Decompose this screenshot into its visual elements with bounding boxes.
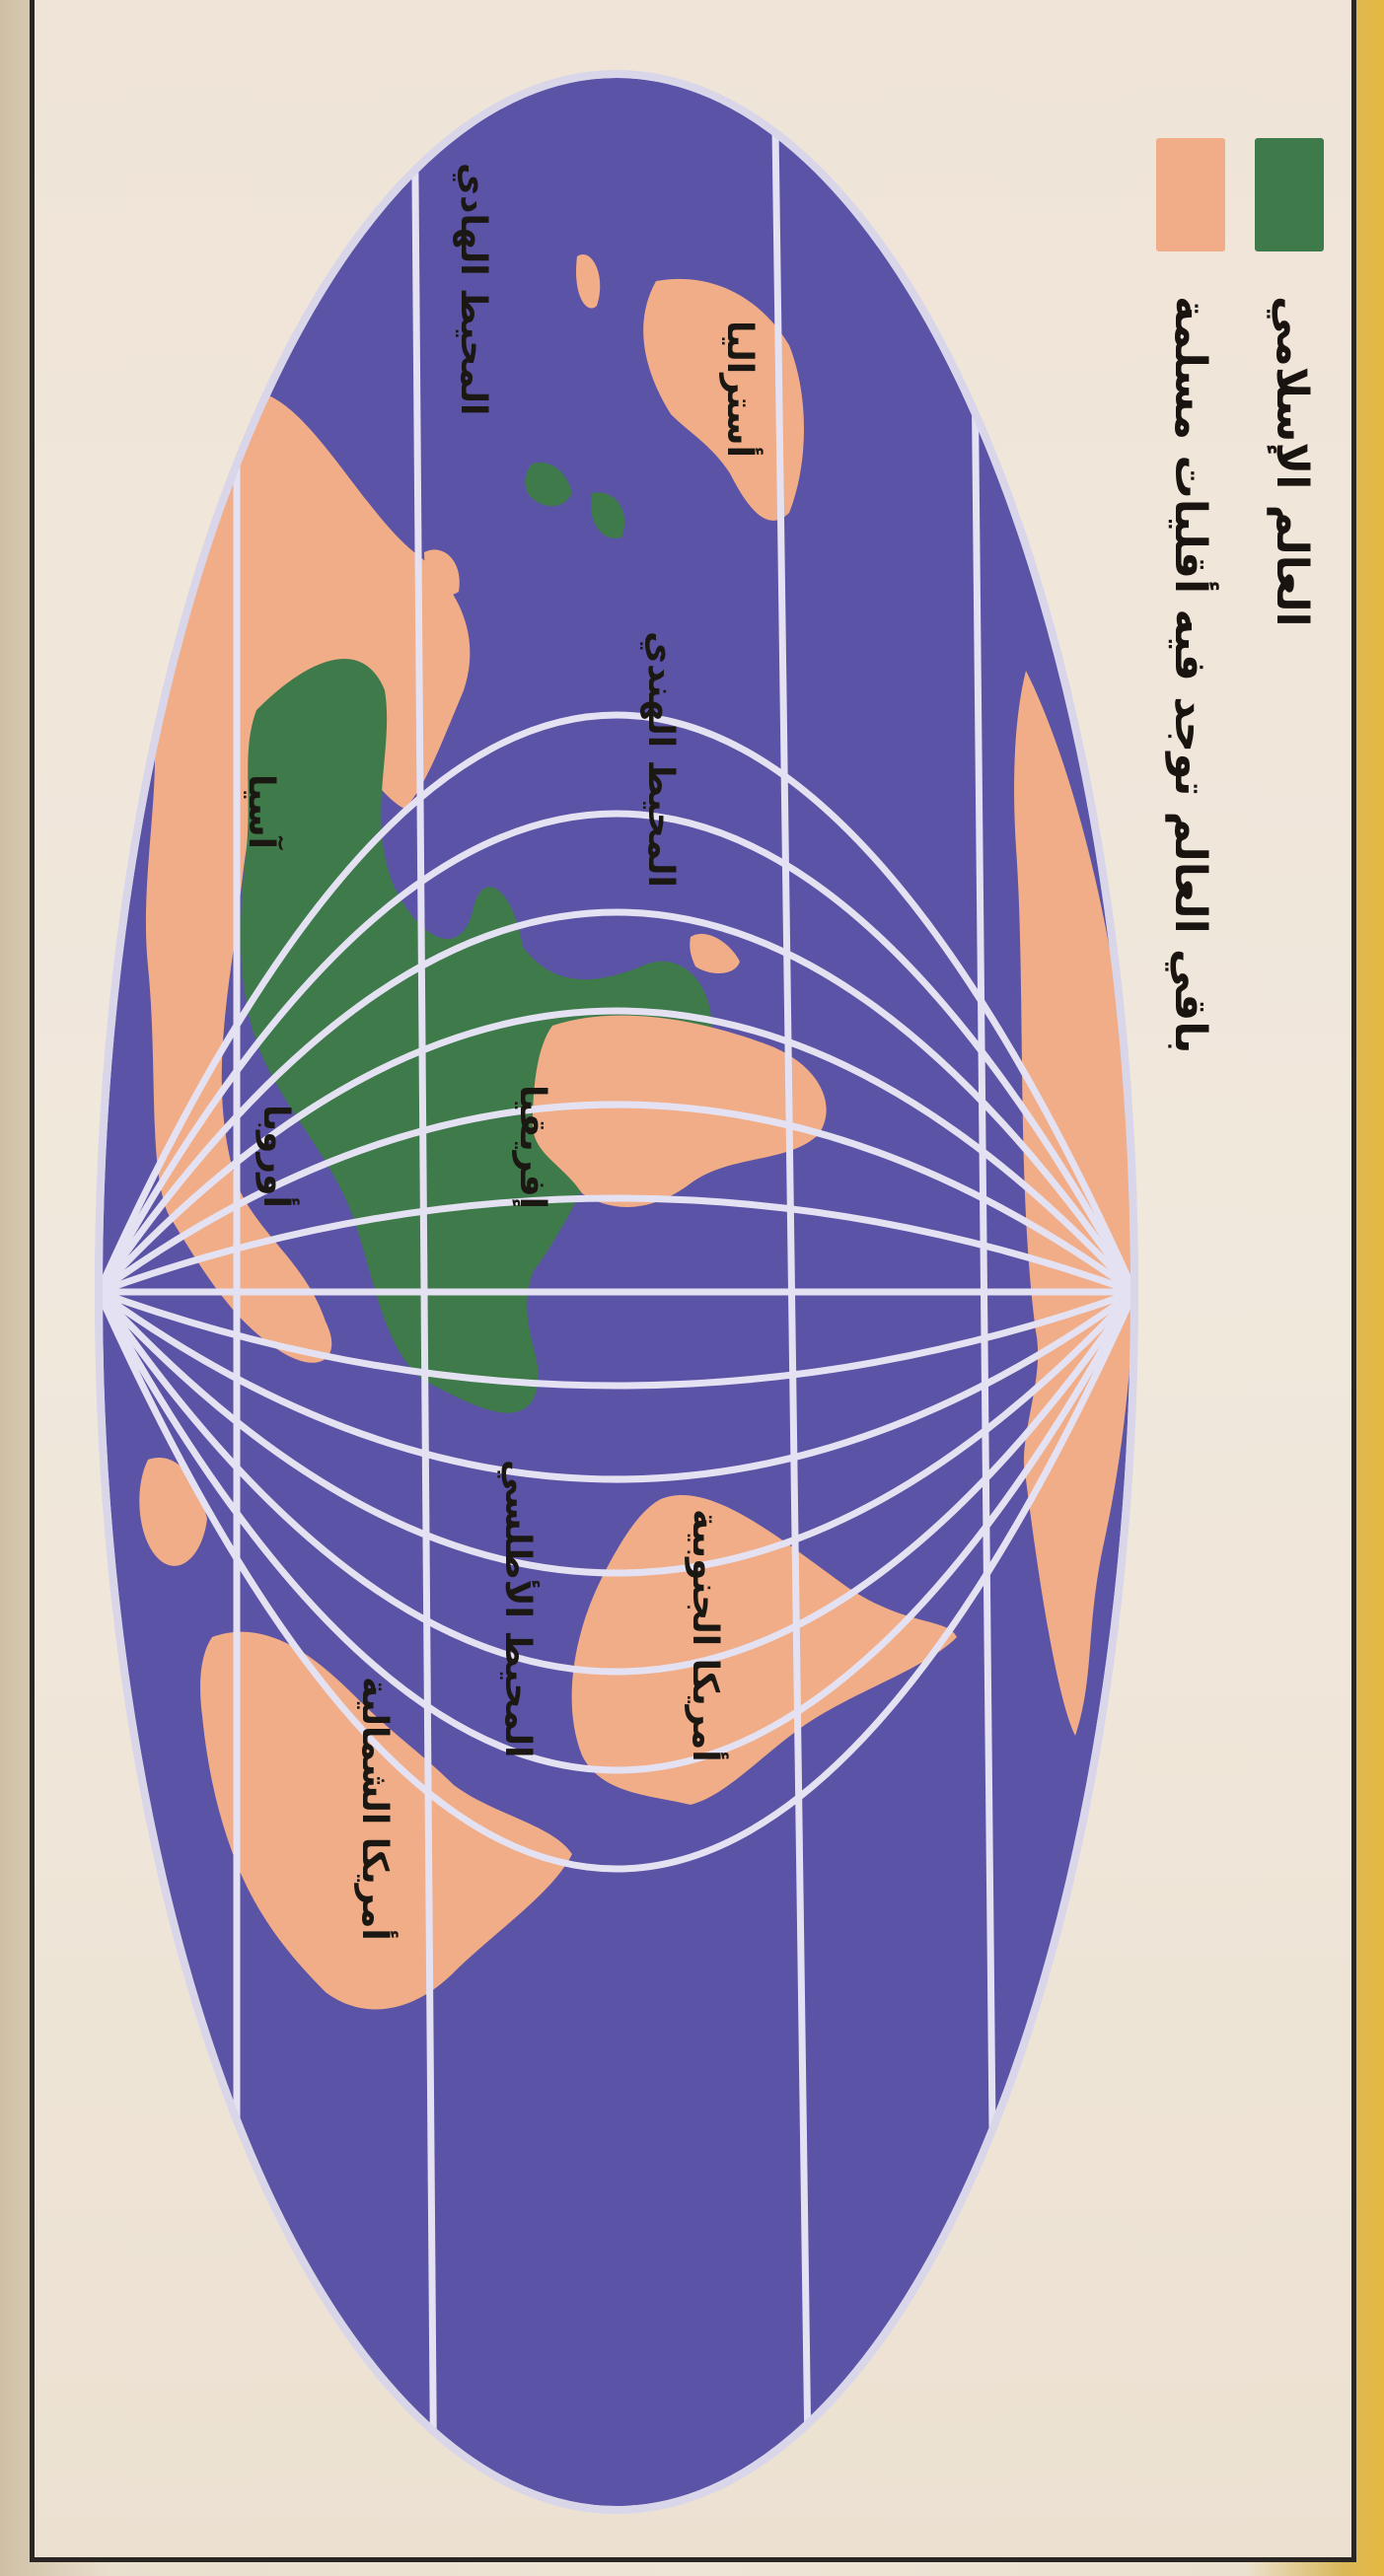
legend-label-islamic-world: العالم الإسلامي — [1267, 296, 1317, 627]
grid-meridian-9 — [99, 1289, 1134, 1577]
grid-meridian-11 — [99, 1290, 1134, 1774]
land-indonesia — [525, 463, 572, 507]
land-australia — [643, 278, 804, 521]
grid-meridian-5 — [99, 810, 1134, 1294]
land-new-zealand — [576, 254, 601, 309]
grid-meridian-1 — [99, 1194, 1134, 1296]
land-madagascar — [690, 933, 740, 973]
map-globe-outline — [95, 70, 1138, 2514]
label-asia: آسيا — [241, 774, 281, 849]
land-eurasia — [145, 394, 471, 1363]
grid-meridian-4 — [99, 908, 1134, 1294]
grid-meridian-6 — [99, 711, 1134, 1294]
grid-meridian-10 — [99, 1290, 1134, 1676]
land-islands-se-asia — [591, 492, 625, 538]
label-europe: أوروبا — [255, 1105, 296, 1208]
land-philippines — [424, 549, 460, 596]
label-north-america: أمريكا الشمالية — [354, 1677, 395, 1941]
legend-swatch-islamic-world — [1255, 138, 1324, 251]
label-australia: أستراليا — [719, 321, 760, 458]
legend-label-rest-of-world: باقي العالم توجد فيه أقليات مسلمة — [1165, 296, 1215, 1054]
grid-meridian-7 — [99, 1288, 1134, 1390]
grid-meridian-3 — [99, 1007, 1134, 1295]
land-north-america — [200, 1631, 572, 2010]
grid-meridian-8 — [99, 1289, 1134, 1483]
map-graticule — [99, 74, 1134, 2510]
label-atlantic-ocean: المحيط الأطلسي — [497, 1460, 538, 1758]
grid-meridian-2 — [99, 1101, 1134, 1295]
legend-swatch-rest-of-world — [1156, 138, 1225, 251]
label-pacific-ocean: المحيط الهادي — [453, 163, 493, 416]
label-indian-ocean: المحيط الهندي — [640, 631, 681, 888]
label-south-america: أمريكا الجنوبية — [685, 1509, 725, 1762]
land-africa-south — [533, 1015, 827, 1207]
grid-meridian-12 — [99, 1290, 1134, 1873]
label-africa: إفريقيا — [512, 1085, 552, 1209]
